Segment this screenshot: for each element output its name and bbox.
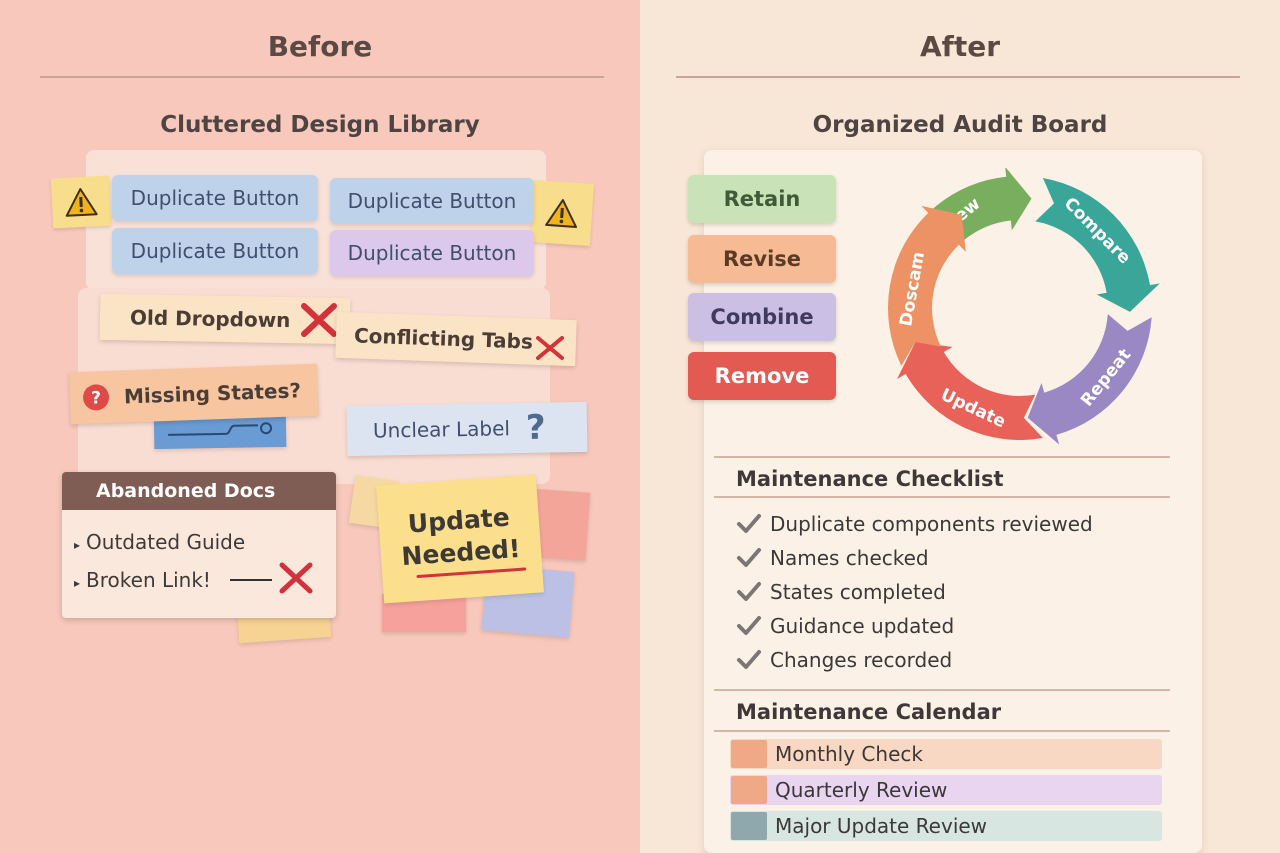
warning-icon [529,179,595,247]
close-icon [536,336,564,360]
checklist-item-label: Changes recorded [770,648,953,672]
update-needed-note: Update Needed! [376,474,544,604]
duplicate-button-chip[interactable]: Duplicate Button [330,178,534,224]
calendar-item[interactable]: Major Update Review [730,811,1162,841]
calendar-swatch [731,776,767,804]
calendar-swatch [731,740,767,768]
calendar-item[interactable]: Monthly Check [730,739,1162,769]
checklist-item-label: Duplicate components reviewed [770,512,1093,536]
remove-button[interactable]: Remove [688,352,836,400]
abandoned-docs-card: Abandoned Docs ▸Outdated Guide ▸Broken L… [62,472,336,618]
close-icon [301,303,337,337]
strike-line [230,579,272,581]
combine-button[interactable]: Combine [688,293,836,341]
list-item[interactable]: ▸Outdated Guide [74,530,246,554]
checkmark-icon [737,582,761,601]
duplicate-button-chip[interactable]: Duplicate Button [330,230,534,276]
after-subtitle: Organized Audit Board [812,112,1108,138]
cycle-arrow-doscam [888,205,966,366]
cycle-arrow-update [897,341,1043,440]
question-icon: ? [83,384,110,411]
underline [416,567,527,579]
abandoned-docs-title: Abandoned Docs [62,472,336,510]
checklist-item-label: Guidance updated [770,614,955,638]
unclear-label-text: Unclear Label [372,416,511,443]
checkmark-icon [737,616,761,635]
svg-text:?: ? [91,388,102,408]
divider [714,496,1170,498]
calendar-item[interactable]: Quarterly Review [730,775,1162,805]
divider [714,689,1170,691]
audit-cycle-diagram: ReviewCompareRepeatUpdateDoscam [888,168,1160,445]
checklist-title: Maintenance Checklist [736,467,1004,491]
checkmark-icon [737,548,761,567]
cycle-arrow-compare [1035,178,1160,312]
calendar-item-label: Quarterly Review [775,778,948,802]
revise-button[interactable]: Revise [688,235,836,283]
question-mark-icon: ? [525,407,547,448]
warning-icon [50,175,112,229]
slider-scrap [153,402,287,450]
old-dropdown-label: Old Dropdown [129,305,291,333]
before-subtitle: Cluttered Design Library [160,112,480,138]
calendar-item-label: Monthly Check [775,742,923,766]
checklist-item: Changes recorded [736,648,952,672]
missing-states-note: ? Missing States? [69,363,319,425]
duplicate-button-chip[interactable]: Duplicate Button [112,228,318,274]
calendar-swatch [731,812,767,840]
before-divider [40,76,604,78]
conflicting-tabs-label: Conflicting Tabs [353,323,534,354]
checklist-item: Guidance updated [736,614,954,638]
checklist-item: States completed [736,580,946,604]
calendar-title: Maintenance Calendar [736,700,1002,724]
cycle-arrow-repeat [1027,314,1152,445]
checkmark-icon [737,650,761,669]
divider [714,730,1170,732]
before-heading: Before [267,30,373,63]
retain-button[interactable]: Retain [688,175,836,223]
after-heading: After [919,30,1001,63]
missing-states-label: Missing States? [123,378,302,409]
unclear-label-note: Unclear Label ? [346,401,588,457]
duplicate-button-chip[interactable]: Duplicate Button [112,175,318,221]
checklist-item-label: States completed [770,580,946,604]
close-icon [279,562,313,594]
checklist-item-label: Names checked [770,546,929,570]
list-item[interactable]: ▸Broken Link! [74,568,211,592]
checklist-item: Names checked [736,546,929,570]
before-panel: Before Cluttered Design Library Duplicat… [0,0,640,853]
divider [714,456,1170,458]
calendar-item-label: Major Update Review [775,814,988,838]
checkmark-icon [737,514,761,533]
after-divider [676,76,1240,78]
checklist-item: Duplicate components reviewed [736,512,1093,536]
